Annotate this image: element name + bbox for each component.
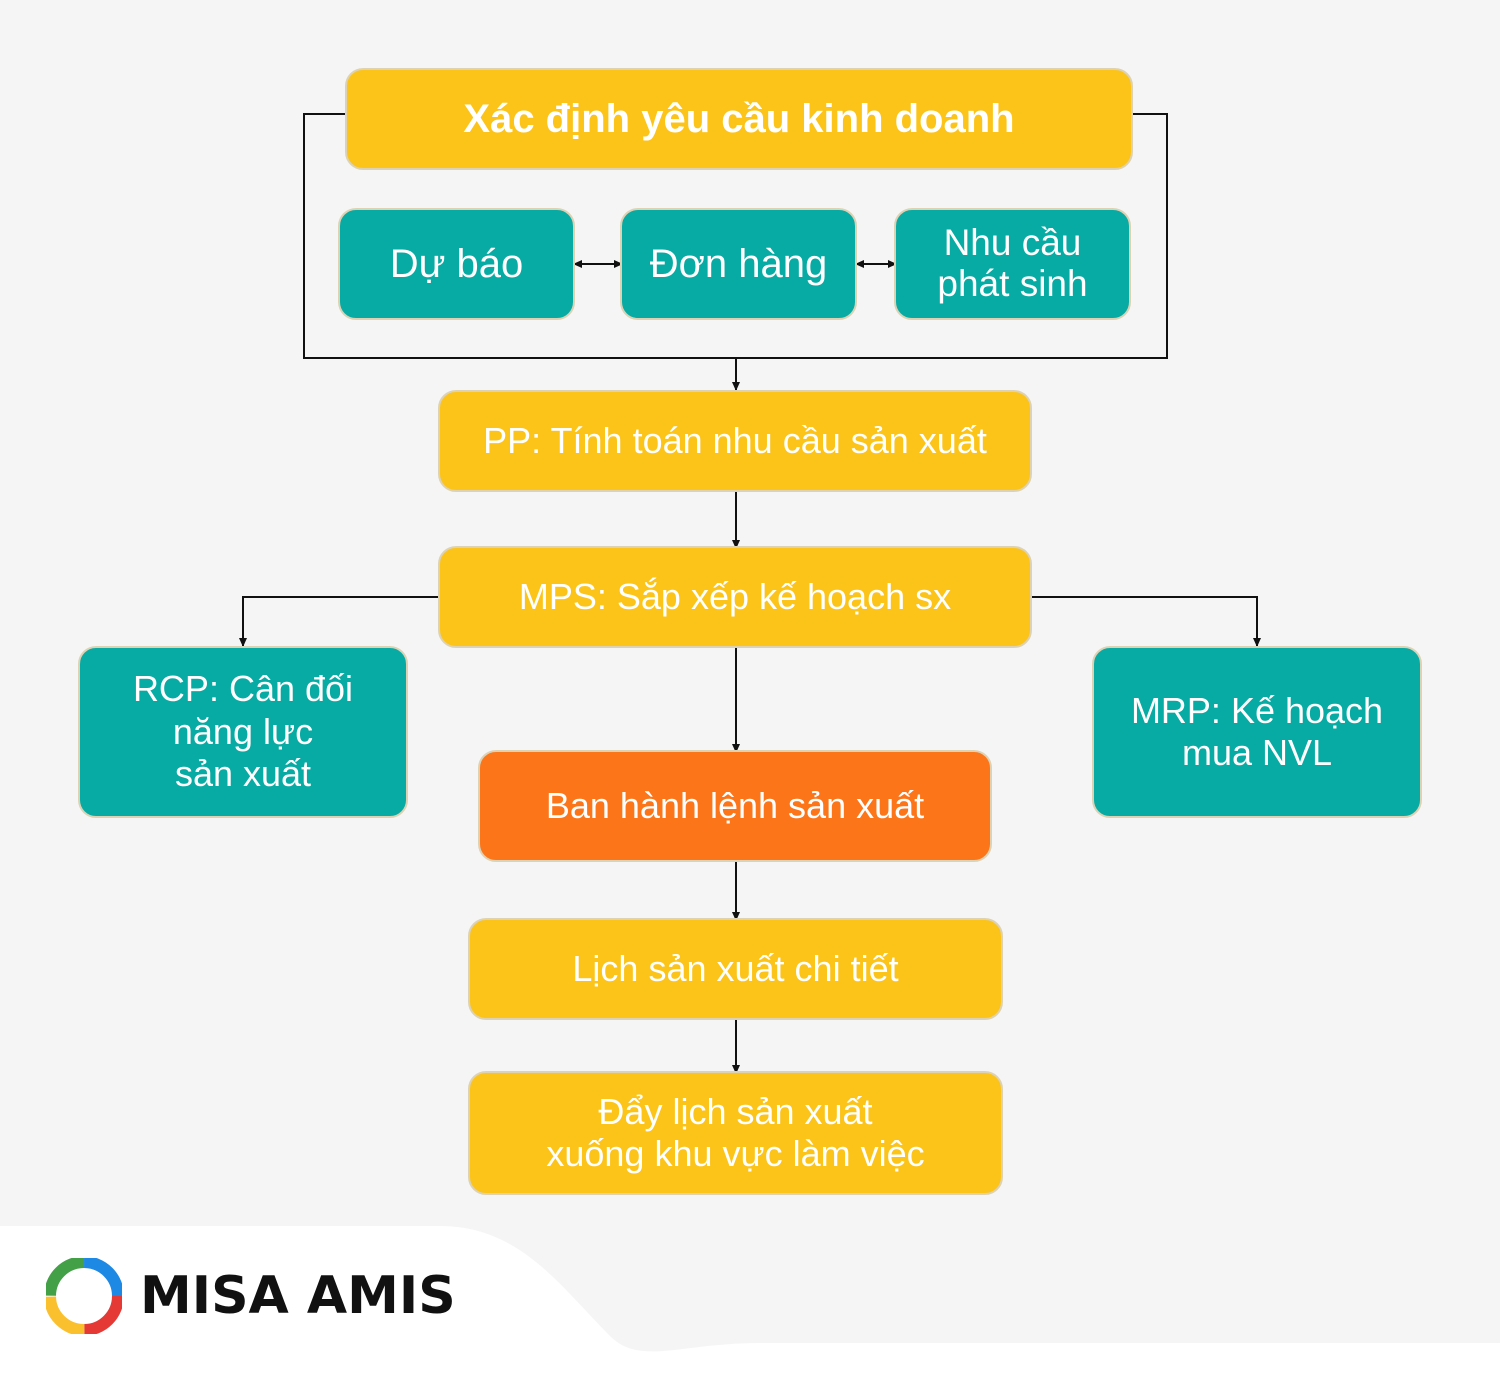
arising-demand-box: Nhu cầu phát sinh [894,208,1131,320]
rcp-label: RCP: Cân đối năng lực sản xuất [132,668,354,795]
orders-label: Đơn hàng [649,242,828,286]
mps-to-mrp-arrow [1031,596,1261,647]
pp-label: PP: Tính toán nhu cầu sản xuất [483,420,987,462]
detailed-schedule-label: Lịch sản xuất chi tiết [572,948,899,990]
push-schedule-label: Đẩy lịch sản xuất xuống khu vực làm việc [546,1090,925,1174]
mps-to-rcp-arrow [239,596,438,647]
rcp-box: RCP: Cân đối năng lực sản xuất [78,646,408,818]
mrp-box: MRP: Kế hoạch mua NVL [1092,646,1422,818]
brand-name: MISA AMIS [140,1266,456,1326]
misa-logo-icon [46,1258,122,1334]
mrp-label: MRP: Kế hoạch mua NVL [1130,689,1384,773]
mps-box: MPS: Sắp xếp kế hoạch sx [438,546,1032,648]
business-requirements-label: Xác định yêu cầu kinh doanh [463,97,1015,141]
brand-logo: MISA AMIS [46,1258,456,1334]
orders-box: Đơn hàng [620,208,857,320]
arising-demand-label: Nhu cầu phát sinh [937,222,1088,304]
forecast-label: Dự báo [389,242,524,286]
business-requirements-box: Xác định yêu cầu kinh doanh [345,68,1133,170]
issue-order-label: Ban hành lệnh sản xuất [545,785,925,827]
push-schedule-box: Đẩy lịch sản xuất xuống khu vực làm việc [468,1071,1003,1195]
footer-band [0,1226,1500,1383]
mps-label: MPS: Sắp xếp kế hoạch sx [518,576,952,618]
forecast-box: Dự báo [338,208,575,320]
detailed-schedule-box: Lịch sản xuất chi tiết [468,918,1003,1020]
issue-order-box: Ban hành lệnh sản xuất [478,750,992,862]
pp-box: PP: Tính toán nhu cầu sản xuất [438,390,1032,492]
